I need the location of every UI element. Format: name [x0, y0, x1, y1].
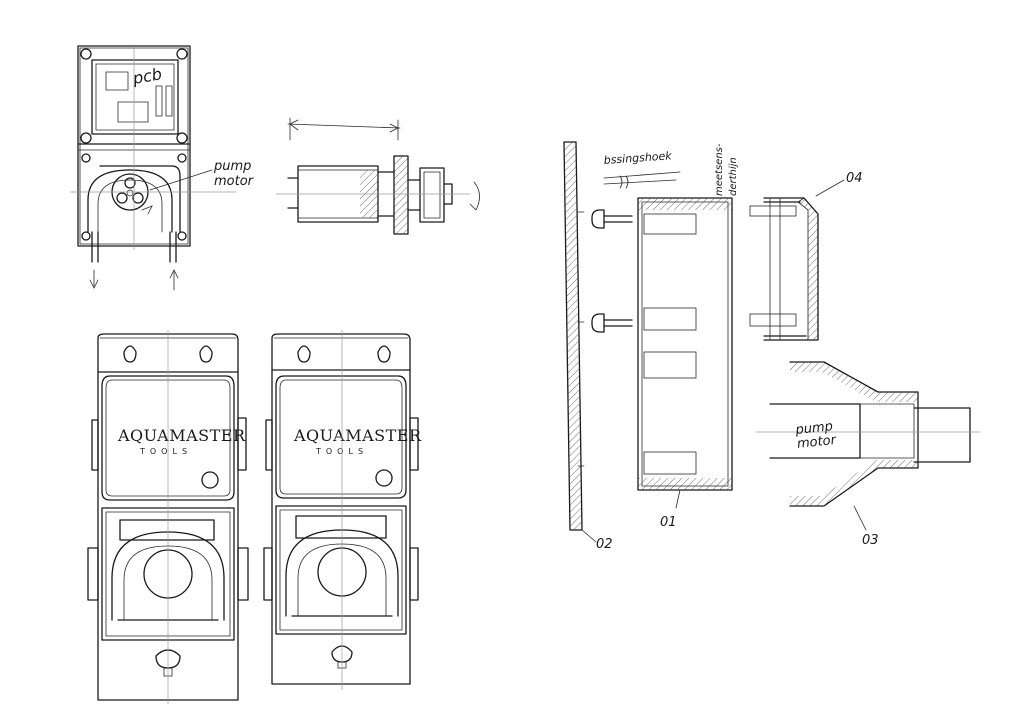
brand-name-left: AQUAMASTER [117, 426, 246, 445]
brand-name-right: AQUAMASTER [293, 426, 422, 445]
pump-motor-section-line1: pump [794, 419, 834, 438]
meetsensor-label-line2: derthijn [728, 157, 739, 196]
pump-motor-label-top: pump motor [213, 159, 256, 189]
part-03-label: 03 [862, 533, 879, 548]
housing-front-left: AQUAMASTER TOOLS [87, 330, 249, 704]
brand-sub-right: TOOLS [315, 447, 368, 456]
meetsensor-label: meetsens- [714, 143, 725, 196]
part-02-label: 02 [596, 537, 613, 552]
pump-motor-section-line2: motor [796, 433, 838, 452]
housing-front-right: AQUAMASTER TOOLS [263, 330, 422, 690]
part-04-label: 04 [846, 171, 863, 186]
pump-motor-label-top-line1: pump [213, 159, 251, 174]
brand-sub-left: TOOLS [139, 447, 192, 456]
pump-motor-label-top-line2: motor [214, 174, 255, 189]
part-01-label: 01 [660, 515, 677, 530]
exploded-section-view: 02 bssingshoek meetsens- derthijn 01 [563, 141, 980, 552]
pcb-front-view: pcb pump motor [70, 45, 256, 291]
pump-motor-section-label: pump motor [794, 419, 839, 452]
bevestigingshoek-label: bssingshoek [603, 149, 672, 167]
shaft-side-view [276, 117, 480, 235]
pcb-label: pcb [130, 64, 163, 88]
